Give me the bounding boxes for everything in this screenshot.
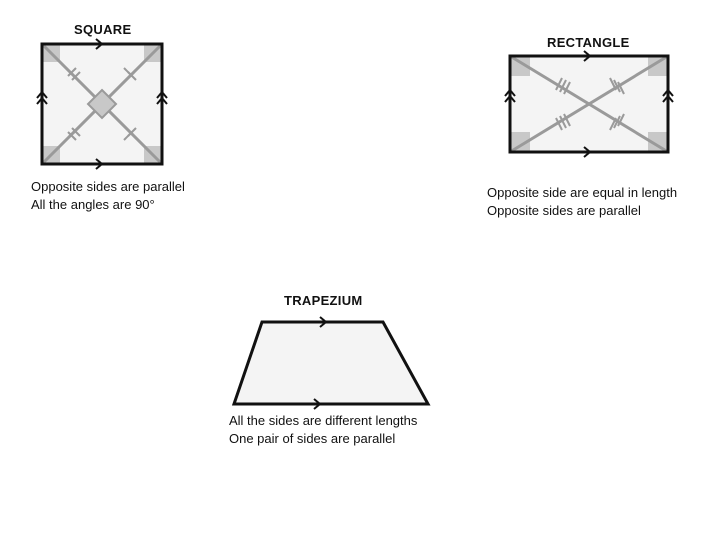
trapezium-line-1: All the sides are different lengths [229,413,418,428]
square-title: SQUARE [74,22,132,37]
trapezium-line-2: One pair of sides are parallel [229,431,396,446]
rectangle-title: RECTANGLE [547,35,630,50]
rectangle-diagram [504,50,674,158]
square-line-2: All the angles are 90° [31,197,155,212]
rectangle-description: Opposite side are equal in length Opposi… [487,184,677,220]
square-line-1: Opposite sides are parallel [31,179,185,194]
rectangle-line-1: Opposite side are equal in length [487,185,678,200]
rectangle-line-2: Opposite sides are parallel [487,203,641,218]
trapezium-title: TRAPEZIUM [284,293,363,308]
square-diagram [36,38,168,170]
square-description: Opposite sides are parallel All the angl… [31,178,185,214]
trapezium-description: All the sides are different lengths One … [229,412,417,448]
trapezium-diagram [231,316,431,410]
